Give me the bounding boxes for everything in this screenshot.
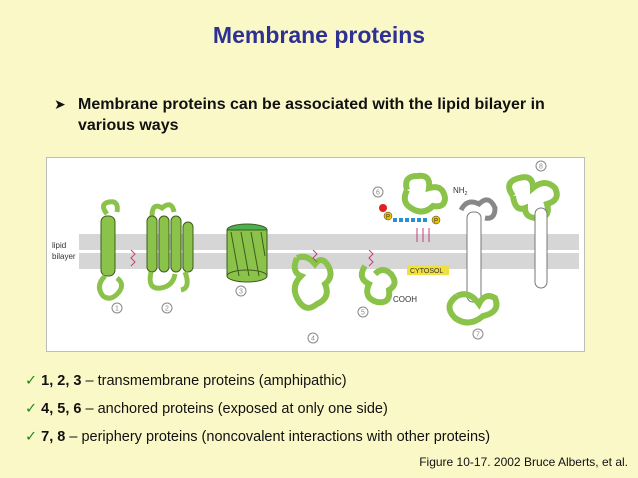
bullet-numbers: 1, 2, 3 bbox=[41, 373, 82, 389]
lipid-chain-1 bbox=[130, 249, 136, 267]
bullet-text: – transmembrane proteins (amphipathic) bbox=[85, 373, 347, 389]
marker-5: 5 bbox=[361, 310, 365, 317]
bullet-item-transmembrane: ✓1, 2, 3 – transmembrane proteins (amphi… bbox=[25, 370, 625, 398]
protein-1 bbox=[97, 199, 125, 301]
protein-number-markers: 1 2 3 4 5 6 7 8 bbox=[111, 160, 547, 344]
cytosol-label: CYTOSOL bbox=[410, 268, 443, 275]
marker-4: 4 bbox=[311, 336, 315, 343]
marker-8: 8 bbox=[539, 164, 543, 171]
bullet-text: – periphery proteins (noncovalent intera… bbox=[69, 429, 491, 445]
marker-2: 2 bbox=[165, 306, 169, 313]
phosphate-1 bbox=[383, 211, 393, 221]
page-title: Membrane proteins bbox=[212, 22, 426, 48]
protein-5 bbox=[358, 249, 398, 306]
protein-8 bbox=[506, 174, 560, 289]
nh2-text: NH bbox=[453, 186, 465, 195]
membrane-protein-figure: lipid bilayer bbox=[46, 157, 585, 352]
phosphate-label-1: P bbox=[386, 215, 390, 221]
protein-7 bbox=[446, 197, 500, 326]
nh2-label: NH2 bbox=[453, 186, 468, 197]
protein-4 bbox=[291, 249, 334, 311]
bilayer-inner-leaflet bbox=[79, 253, 579, 269]
cytosol-box bbox=[407, 265, 449, 275]
phosphate-2 bbox=[431, 215, 441, 225]
bilayer-outer-leaflet bbox=[79, 234, 579, 250]
subtitle-text: Membrane proteins can be associated with… bbox=[78, 96, 545, 134]
protein-2 bbox=[146, 202, 194, 293]
anchor-red-dot bbox=[379, 204, 387, 212]
bullet-item-anchored: ✓4, 5, 6 – anchored proteins (exposed at… bbox=[25, 398, 625, 426]
checkmark-icon: ✓ bbox=[25, 373, 38, 389]
arrow-bullet-icon: ➤ bbox=[54, 96, 66, 112]
subtitle: ➤ Membrane proteins can be associated wi… bbox=[54, 94, 578, 136]
phosphate-label-2: P bbox=[434, 219, 438, 225]
marker-1: 1 bbox=[115, 306, 119, 313]
checkmark-icon: ✓ bbox=[25, 429, 38, 445]
bullet-list: ✓1, 2, 3 – transmembrane proteins (amphi… bbox=[25, 370, 625, 454]
lipid-label: lipid bbox=[52, 241, 66, 250]
bullet-numbers: 7, 8 bbox=[41, 429, 66, 445]
bullet-text: – anchored proteins (exposed at only one… bbox=[85, 401, 388, 417]
protein-3 bbox=[226, 223, 268, 283]
checkmark-icon: ✓ bbox=[25, 401, 38, 417]
marker-7: 7 bbox=[476, 332, 480, 339]
bullet-numbers: 4, 5, 6 bbox=[41, 401, 82, 417]
protein-6: P P bbox=[379, 172, 449, 242]
membrane-diagram: lipid bilayer bbox=[52, 160, 579, 344]
marker-3: 3 bbox=[239, 289, 243, 296]
nh2-subscript: 2 bbox=[465, 191, 468, 197]
figure-citation: Figure 10-17. 2002 Bruce Alberts, et al. bbox=[419, 455, 628, 469]
marker-6: 6 bbox=[376, 190, 380, 197]
bullet-item-periphery: ✓7, 8 – periphery proteins (noncovalent … bbox=[25, 426, 625, 454]
cooh-label: COOH bbox=[393, 295, 417, 304]
bilayer-label: bilayer bbox=[52, 252, 76, 261]
